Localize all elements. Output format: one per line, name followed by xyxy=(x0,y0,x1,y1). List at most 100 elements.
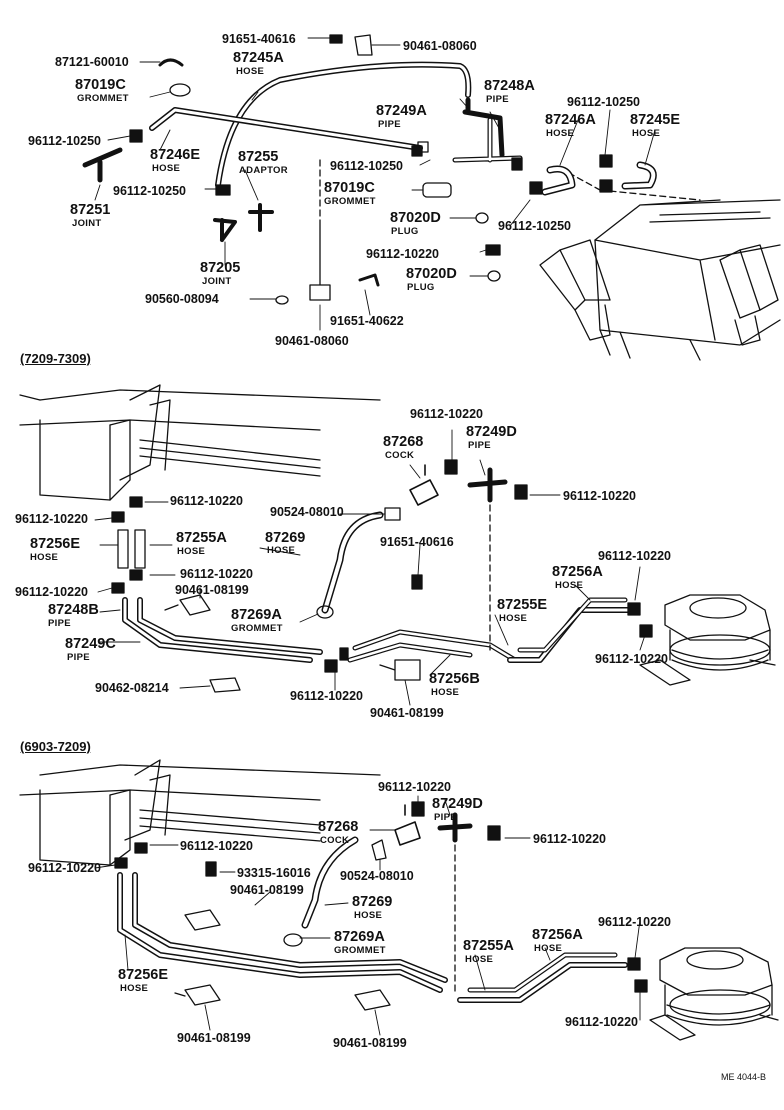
part-label: 96112-10220 xyxy=(290,689,363,703)
part-type-label: JOINT xyxy=(72,218,102,229)
part-label: 90461-08199 xyxy=(370,706,444,720)
part-type-label: JOINT xyxy=(202,276,232,287)
clip-90461-bottom-c xyxy=(354,989,391,1011)
joint-87251-shape xyxy=(82,147,123,183)
part-label: 90461-08199 xyxy=(177,1031,251,1045)
part-label: 96112-10220 xyxy=(15,585,88,599)
part-label: 87205 xyxy=(200,260,241,276)
part-label: 87020D xyxy=(406,266,457,282)
pipe-87249D-mid xyxy=(467,467,508,503)
part-label: 87246E xyxy=(150,147,200,163)
part-type-label: PLUG xyxy=(407,282,435,293)
clip-90462-mid xyxy=(209,677,241,693)
part-label: 96112-10220 xyxy=(378,780,451,794)
bracket-lower xyxy=(309,219,331,301)
part-label: 96112-10250 xyxy=(567,95,640,109)
part-type-label: PLUG xyxy=(391,226,419,237)
part-label: 96112-10220 xyxy=(410,407,483,421)
part-label: 96112-10220 xyxy=(565,1015,638,1029)
part-type-label: PIPE xyxy=(434,812,457,823)
part-label: 87255A xyxy=(463,938,514,954)
part-label: 87251 xyxy=(70,202,111,218)
part-type-label: HOSE xyxy=(120,983,149,994)
dashed-leader-top xyxy=(559,167,701,201)
part-label: 87256E xyxy=(30,536,80,552)
part-label: 87248B xyxy=(48,602,99,618)
part-label: 96112-10220 xyxy=(15,512,88,526)
leader-lines-mid xyxy=(94,429,646,706)
hose-87255A-mid-shape xyxy=(134,529,146,569)
part-label: 87248A xyxy=(484,78,535,94)
part-label: 96112-10220 xyxy=(563,489,636,503)
part-label: 87269A xyxy=(334,929,385,945)
part-label: 96112-10220 xyxy=(595,652,668,666)
hose-87256E-mid-shape xyxy=(117,529,129,569)
vehicle-frame-bottom xyxy=(19,759,381,866)
part-type-label: HOSE xyxy=(534,943,563,954)
part-type-label: PIPE xyxy=(67,652,90,663)
pipes-87256E-bottom xyxy=(117,872,628,1003)
leader-lines-top xyxy=(94,37,656,331)
part-label: 96112-10220 xyxy=(598,915,671,929)
pipe-87249D-bottom xyxy=(437,812,473,843)
part-label: 90524-08010 xyxy=(340,869,414,883)
part-label: 87256E xyxy=(118,967,168,983)
part-type-label: HOSE xyxy=(546,128,575,139)
part-label: 96112-10250 xyxy=(498,219,571,233)
clip-90461-mid-b xyxy=(379,659,421,681)
part-label: 87249D xyxy=(432,796,483,812)
part-type-label: HOSE xyxy=(354,910,383,921)
part-label: 87255A xyxy=(176,530,227,546)
pipe-87248A-shape xyxy=(452,97,523,163)
leader-lines-bottom xyxy=(94,795,641,1036)
part-type-label: COCK xyxy=(385,450,415,461)
part-type-label: HOSE xyxy=(177,546,206,557)
part-label: 87246A xyxy=(545,112,596,128)
part-type-label: HOSE xyxy=(499,613,528,624)
part-label: 87268 xyxy=(383,434,424,450)
heater-unit-mid xyxy=(639,594,776,686)
part-label: 87255 xyxy=(238,149,279,165)
part-type-label: GROMMET xyxy=(77,93,129,104)
part-label: 87269A xyxy=(231,607,282,623)
clip-90524-mid xyxy=(384,507,401,521)
part-label: 96112-10250 xyxy=(113,184,186,198)
part-type-label: HOSE xyxy=(152,163,181,174)
grommet-87269A-mid xyxy=(316,605,334,619)
part-type-label: PIPE xyxy=(486,94,509,105)
part-type-label: HOSE xyxy=(632,128,661,139)
part-type-label: ADAPTOR xyxy=(239,165,288,176)
part-type-label: HOSE xyxy=(431,687,460,698)
part-label: 87121-60010 xyxy=(55,55,129,69)
part-label: 90461-08199 xyxy=(175,583,249,597)
clip-90461-bottom-a xyxy=(184,909,221,931)
grommet-87269A-bottom xyxy=(283,933,303,947)
part-type-label: GROMMET xyxy=(231,623,283,634)
part-label: 87245E xyxy=(630,112,680,128)
part-label: 87269 xyxy=(265,530,306,546)
part-label: 87268 xyxy=(318,819,359,835)
part-label: 91651-40616 xyxy=(222,32,296,46)
part-label: 96112-10220 xyxy=(180,839,253,853)
part-label: 90461-08199 xyxy=(230,883,304,897)
part-type-label: HOSE xyxy=(555,580,584,591)
part-label: 87256B xyxy=(429,671,480,687)
part-label: 87249D xyxy=(466,424,517,440)
part-label: 93315-16016 xyxy=(237,866,311,880)
part-label: 96112-10220 xyxy=(598,549,671,563)
part-label: 87020D xyxy=(390,210,441,226)
part-label: 87256A xyxy=(532,927,583,943)
part-label: 91651-40616 xyxy=(380,535,454,549)
part-label: 87019C xyxy=(75,77,126,93)
part-label: 91651-40622 xyxy=(330,314,404,328)
part-label: 90560-08094 xyxy=(145,292,219,306)
section-header-6903-7209: (6903-7209) xyxy=(20,739,91,754)
part-type-label: PIPE xyxy=(378,119,401,130)
part-label: 96112-10220 xyxy=(533,832,606,846)
part-type-label: PIPE xyxy=(48,618,71,629)
part-label: 90461-08199 xyxy=(333,1036,407,1050)
part-type-label: GROMMET xyxy=(324,196,376,207)
part-label: 87249C xyxy=(65,636,116,652)
part-type-label: PIPE xyxy=(468,440,491,451)
